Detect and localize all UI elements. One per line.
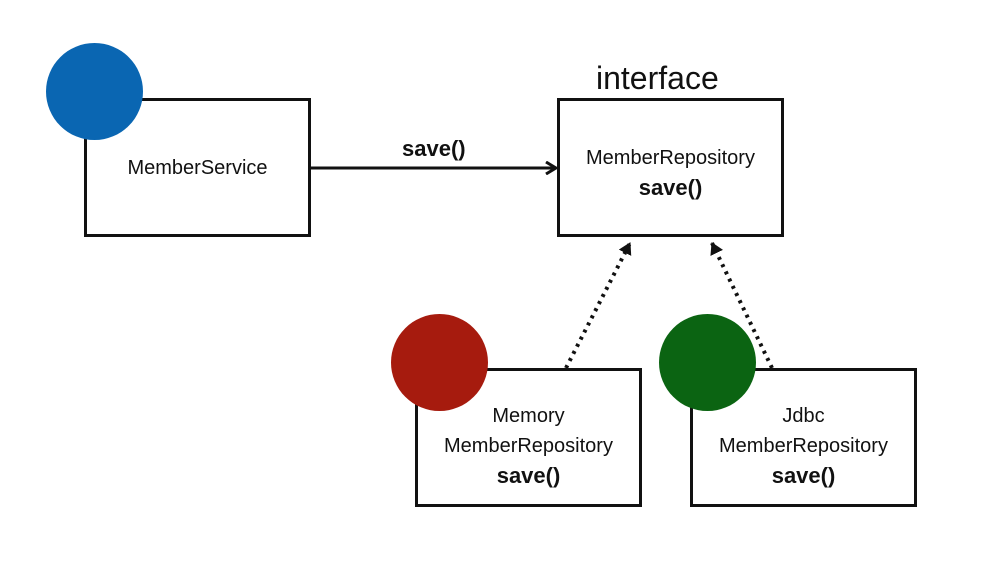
memory-circle-icon (391, 314, 488, 411)
jdbc-repository-method: save() (771, 462, 836, 488)
member-repository-method: save() (638, 174, 703, 200)
memory-repository-name-line2: MemberRepository (444, 434, 613, 457)
member-repository-box: MemberRepository save() (557, 98, 784, 237)
memory-repository-box: Memory MemberRepository save() (415, 368, 642, 507)
memory-repository-method: save() (496, 462, 561, 488)
jdbc-repository-box: Jdbc MemberRepository save() (690, 368, 917, 507)
interface-label: interface (596, 60, 719, 96)
call-label: save() (402, 136, 466, 161)
service-circle-icon (46, 43, 143, 140)
member-repository-name: MemberRepository (586, 146, 755, 169)
member-service-name: MemberService (127, 156, 268, 179)
jdbc-circle-icon (659, 314, 756, 411)
jdbc-repository-name-line1: Jdbc (782, 404, 825, 427)
jdbc-repository-name-line2: MemberRepository (719, 434, 888, 457)
memory-repository-name-line1: Memory (492, 404, 565, 427)
memory-implements-arrow (564, 242, 632, 369)
